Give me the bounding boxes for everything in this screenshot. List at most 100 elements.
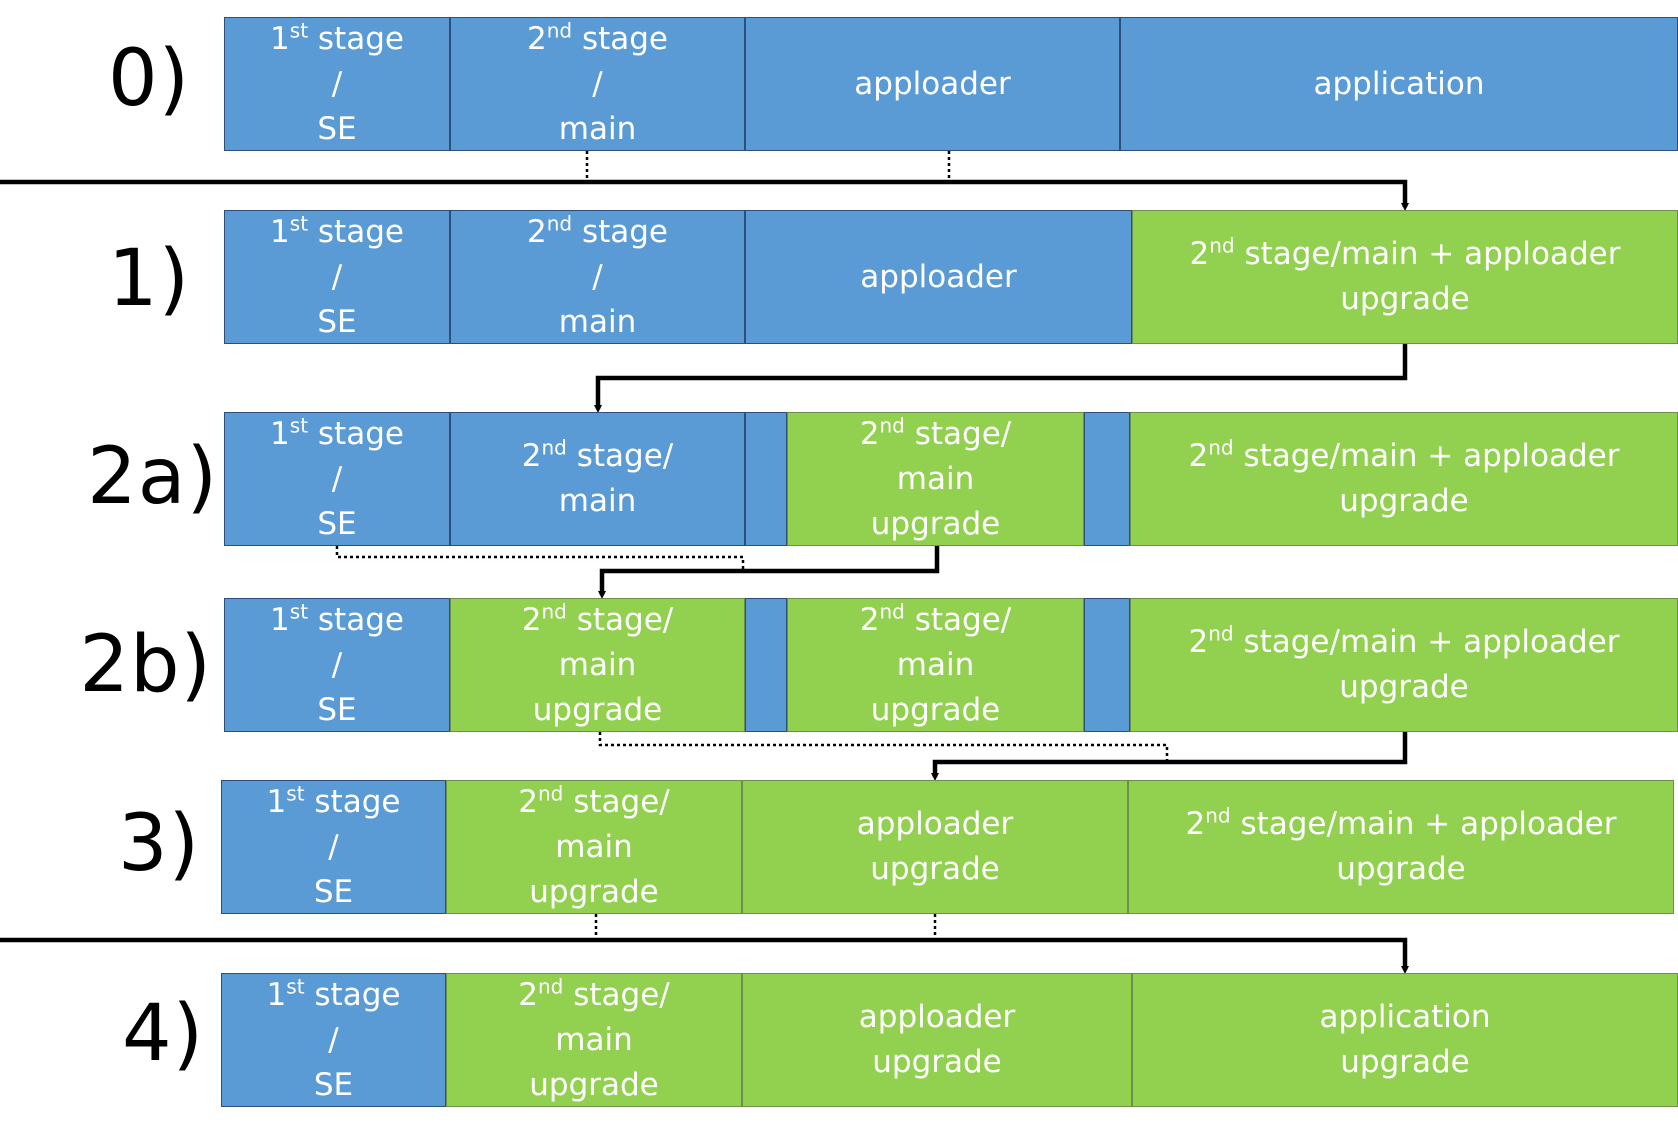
block-text: application [1319, 999, 1491, 1035]
block-text-rest: stage [572, 213, 668, 250]
ordinal-suffix: nd [1205, 803, 1231, 828]
block-text-line: 1st stage [270, 17, 404, 62]
memory-block: apploader [745, 17, 1120, 151]
block-text: 2 [1189, 236, 1210, 272]
block-text-line: SE [317, 300, 356, 345]
block-text-line: main [897, 457, 974, 502]
block-text-rest: stage/main + apploader [1230, 806, 1617, 842]
block-text-line: / [332, 255, 342, 300]
block-text-rest: stage/main + apploader [1233, 438, 1620, 474]
block-text: upgrade [872, 1044, 1002, 1080]
block-text: 1 [270, 601, 290, 638]
block-text: apploader [860, 258, 1017, 295]
ordinal-suffix: nd [538, 974, 564, 999]
block-text-line: application [1314, 62, 1485, 107]
block-text: upgrade [870, 691, 1001, 728]
block-text-rest: stage [308, 601, 404, 638]
block-text-line: main [559, 479, 636, 524]
arrow-0-to-1 [0, 179, 1409, 211]
block-text-line: upgrade [870, 847, 1000, 892]
block-text: 1 [270, 415, 290, 452]
memory-block: 2nd stage/main [450, 17, 745, 151]
ordinal-suffix: nd [541, 599, 567, 624]
block-text: main [896, 460, 975, 497]
memory-block: apploader [745, 210, 1132, 344]
block-text-line: 2nd stage/ [518, 780, 669, 825]
block-text: upgrade [1340, 1044, 1470, 1080]
block-text: / [328, 1021, 339, 1058]
block-text: 2 [859, 601, 880, 638]
block-text: SE [317, 303, 357, 340]
block-text: 2 [526, 20, 547, 57]
block-text: SE [313, 1066, 354, 1103]
row-label-1: 1) [107, 234, 190, 324]
row-label-3: 2b) [79, 620, 212, 710]
block-text: 1 [270, 213, 290, 250]
block-text-rest: stage/ [566, 438, 674, 474]
block-text: main [896, 646, 975, 683]
block-text: 2 [1188, 438, 1209, 474]
block-text-line: application [1320, 995, 1491, 1040]
block-text: 2 [859, 415, 880, 452]
block-text: upgrade [1340, 281, 1470, 317]
memory-block: apploader upgrade [742, 780, 1128, 914]
block-text: upgrade [529, 1066, 659, 1103]
block-text-line: 1st stage [270, 598, 404, 643]
ordinal-suffix: st [286, 974, 305, 999]
block-text-line: / [592, 255, 602, 300]
block-text: upgrade [529, 873, 659, 910]
block-text: / [592, 65, 603, 102]
block-text: 2 [518, 976, 538, 1013]
block-text: SE [313, 873, 354, 910]
block-text-line: 2nd stage/main + apploader [1188, 620, 1619, 665]
block-text-line: / [328, 1018, 338, 1063]
block-text-line: apploader [857, 802, 1013, 847]
block-text: application [1313, 65, 1485, 102]
block-text-rest: stage [308, 20, 404, 57]
block-text-rest: stage/ [563, 783, 670, 820]
block-text: 1 [270, 20, 290, 57]
block-text: upgrade [1339, 669, 1469, 705]
block-text: / [331, 258, 343, 295]
block-text-line: 2nd stage/ [518, 973, 669, 1018]
block-filler [1084, 598, 1130, 732]
memory-block: 1st stage/SE [224, 17, 450, 151]
memory-block: 1st stage/SE [224, 598, 450, 732]
block-text-rest: stage/ [904, 415, 1012, 452]
ordinal-suffix: nd [879, 599, 905, 624]
memory-block: 1st stage/SE [224, 210, 450, 344]
ordinal-suffix: nd [546, 18, 573, 43]
block-text: / [331, 460, 343, 497]
block-text-line: 2nd stage/main + apploader [1185, 802, 1616, 847]
block-text-rest: stage [308, 213, 404, 250]
row-label-4: 3) [117, 799, 200, 889]
block-text-line: main [559, 643, 636, 688]
block-text-line: main [555, 825, 632, 870]
block-text-line: upgrade [529, 870, 659, 915]
block-text-line: upgrade [529, 1063, 659, 1108]
block-text: main [558, 483, 637, 519]
ordinal-suffix: nd [541, 435, 567, 460]
block-text: apploader [854, 65, 1011, 102]
block-text-line: main [555, 1018, 632, 1063]
ordinal-suffix: st [289, 18, 309, 43]
arrow-2b-to-3 [931, 732, 1408, 781]
block-text-line: upgrade [871, 688, 1001, 733]
row-label-5: 4) [121, 989, 204, 1079]
dotted-se-verify [335, 546, 745, 571]
block-text-line: / [332, 62, 342, 107]
block-text: main [558, 303, 637, 340]
ordinal-suffix: st [289, 413, 309, 438]
block-text-rest: stage [572, 20, 668, 57]
block-text-line: main [897, 643, 974, 688]
block-text-rest: stage/main + apploader [1234, 236, 1621, 272]
block-text: upgrade [870, 851, 1000, 887]
block-text-line: / [332, 643, 342, 688]
block-text-rest: stage/ [566, 601, 674, 638]
block-text: 2 [518, 783, 538, 820]
